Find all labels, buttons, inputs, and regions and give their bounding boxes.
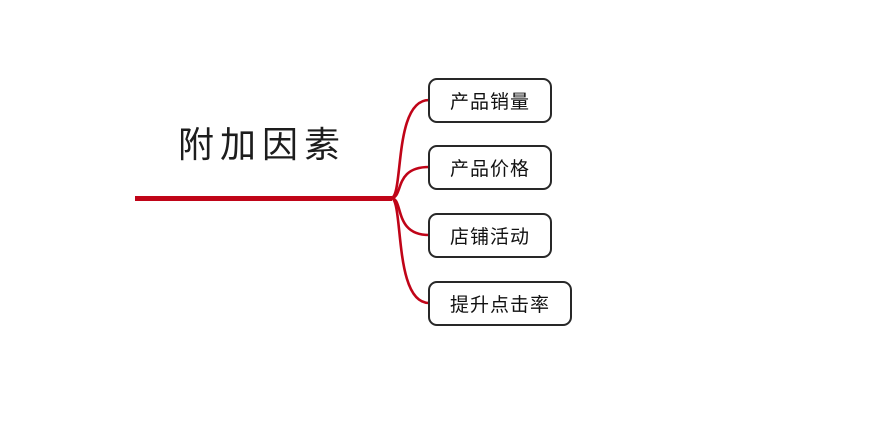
branch-connector — [389, 98, 431, 200]
mindmap-node-improve-ctr[interactable]: 提升点击率 — [428, 281, 573, 326]
root-node-label[interactable]: 附加因素 — [178, 125, 347, 165]
node-label: 店铺活动 — [450, 227, 531, 248]
branch-connector — [389, 196, 431, 305]
root-branch-line — [135, 196, 392, 201]
mindmap-node-product-price[interactable]: 产品价格 — [428, 145, 553, 190]
mindmap-node-store-activity[interactable]: 店铺活动 — [428, 213, 553, 258]
node-label: 产品价格 — [450, 159, 531, 180]
mindmap-node-product-sales[interactable]: 产品销量 — [428, 78, 553, 123]
node-label: 提升点击率 — [450, 295, 551, 316]
node-label: 产品销量 — [450, 92, 531, 113]
branch-connector — [389, 196, 431, 237]
branch-connector — [389, 165, 431, 200]
